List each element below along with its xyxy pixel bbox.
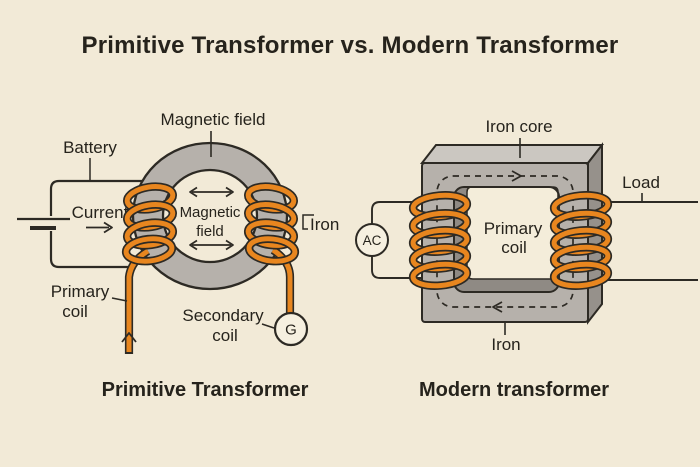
current-label: Current	[72, 203, 129, 222]
modern-primary-label-line1: Primary	[484, 219, 543, 238]
ac-source-circle	[355, 223, 389, 257]
iron-core	[419, 142, 605, 325]
galvanometer-circle	[273, 311, 309, 347]
ac-wire-bottom	[371, 256, 424, 279]
primary-coil-leader-line	[111, 297, 128, 302]
double-arrow-icon-bottom	[189, 239, 234, 251]
current-direction-chevron-icon	[121, 332, 137, 343]
core-top-face	[419, 144, 605, 164]
circuit-wire-bottom	[49, 231, 131, 269]
magnetic-field-inner-line1: Magnetic	[180, 204, 241, 221]
ac-circuit-wires	[371, 201, 424, 279]
ac-source-label: AC	[363, 233, 382, 248]
modern-primary-label-line2: coil	[501, 238, 527, 257]
iron-label-group: Iron	[302, 214, 339, 234]
circuit-wire-top	[49, 179, 150, 216]
torus-hole	[161, 168, 259, 264]
battery-label: Battery	[63, 138, 117, 157]
flux-path	[436, 170, 574, 313]
primary-coil-wire	[121, 247, 151, 354]
flux-arrow-right-icon	[511, 170, 522, 182]
primary-coil-label-line2: coil	[62, 302, 88, 321]
modern-caption: Modern transformer	[419, 379, 609, 401]
primary-coil-label-line1: Primary	[51, 282, 110, 301]
current-arrow-icon	[86, 221, 113, 234]
magnetic-field-inner: Magnetic field	[180, 186, 241, 251]
load-wires	[604, 201, 698, 281]
battery-circuit	[17, 179, 150, 269]
primitive-caption: Primitive Transformer	[102, 379, 309, 401]
iron-bottom-label: Iron	[491, 335, 520, 354]
iron-core-label: Iron core	[485, 117, 552, 136]
primitive-transformer-panel: Battery Current Magnetic field Magnetic …	[17, 110, 339, 401]
secondary-coil-leader-line	[261, 323, 275, 329]
flux-dashed-loop	[436, 175, 574, 308]
double-arrow-icon-top	[189, 186, 234, 198]
load-label: Load	[622, 173, 660, 192]
galvanometer: G	[273, 311, 309, 347]
magnetic-field-inner-line2: field	[196, 223, 224, 240]
iron-label: Iron	[310, 215, 339, 234]
core-front-face	[422, 163, 588, 322]
magnetic-field-outer-label: Magnetic field	[161, 110, 266, 129]
flux-arrow-left-icon	[492, 301, 503, 313]
iron-leader-line	[302, 214, 314, 230]
galvanometer-letter: G	[285, 322, 297, 339]
ac-wire-top	[371, 201, 424, 224]
core-front-outline	[421, 162, 589, 323]
page-title: Primitive Transformer vs. Modern Transfo…	[82, 32, 619, 59]
secondary-coil-label-line2: coil	[212, 326, 238, 345]
secondary-coil-label-line1: Secondary	[182, 306, 264, 325]
ac-source: AC	[355, 223, 389, 257]
modern-transformer-panel: AC Iron core Load Primary coil Iron Mode…	[355, 117, 698, 401]
